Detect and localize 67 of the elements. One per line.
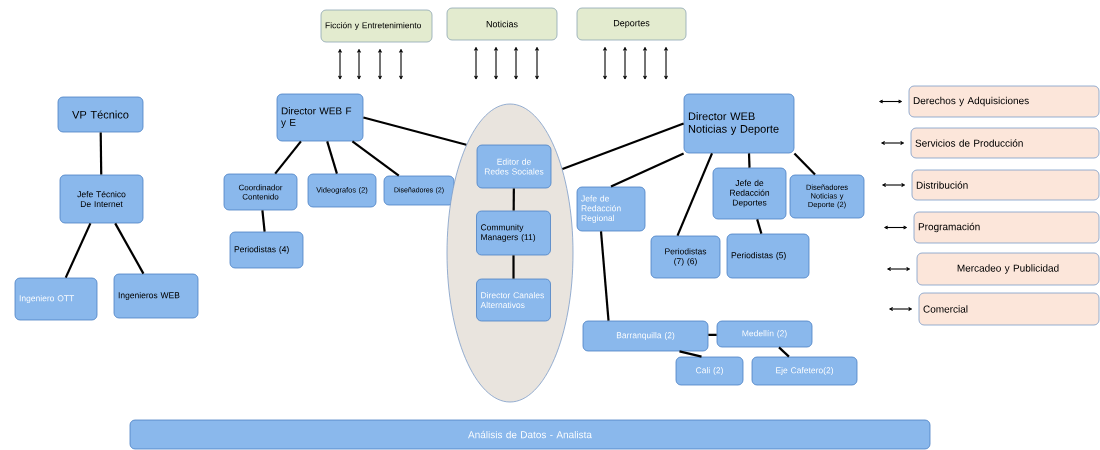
org-box: Community Managers (11) [476,210,551,256]
connector-line [778,346,790,358]
connector-line [99,132,103,175]
connector-line [261,210,266,232]
content-box: Deportes [576,7,687,41]
double-arrow [664,46,668,80]
org-box: VP Técnico [57,96,144,133]
org-box: Director WEB F y E [276,93,364,142]
double-arrow [535,46,539,80]
connector-line [512,188,515,211]
connector-line [756,219,763,234]
content-box: Noticias [446,7,558,41]
org-box: Barranquilla (2) [582,320,709,352]
org-box: Ingeniero OTT [14,277,98,321]
double-arrow [889,307,913,311]
org-box: Coordinador Contenido [223,173,298,211]
double-arrow [494,46,498,80]
org-box: Editor de Redes Sociales [476,144,552,189]
department-box: Mercadeo y Publicidad [916,252,1100,286]
org-box: Eje Cafetero(2) [751,356,858,386]
org-box: Ingenieros WEB [113,273,199,319]
department-box: Distribución [911,169,1100,201]
org-box: Cali (2) [675,356,744,386]
double-arrow [399,48,403,80]
connector-line [599,231,610,321]
double-arrow [879,99,903,104]
connector-line [747,153,751,168]
department-box: Programación [913,211,1100,244]
connector-line [64,222,92,279]
double-arrow [882,183,906,187]
double-arrow [357,48,361,80]
content-box: Ficción y Entretenimiento [320,9,433,43]
org-box: Medellín (2) [716,320,813,348]
connector-line [351,140,400,177]
double-arrow [474,46,478,80]
connector-line [610,152,685,188]
connector-line [562,122,684,171]
connector-line [793,152,816,176]
org-box: Análisis de Datos - Analista [129,419,931,450]
connector-line [708,333,717,337]
connector-line [274,140,302,175]
double-arrow [887,267,911,271]
double-arrow [603,46,607,80]
org-box: Director WEB Noticias y Deporte [683,93,795,154]
org-box: Periodistas (7) (6) [650,235,721,279]
org-box: Director Canales Alternativos [476,278,551,322]
org-box: Periodistas (5) [726,233,810,279]
department-box: Comercial [918,292,1100,326]
double-arrow [623,46,627,80]
org-box: Jefe Técnico De Internet [59,174,144,224]
double-arrow [378,48,382,80]
connector-line [114,222,145,275]
connector-line [363,116,467,146]
double-arrow [881,141,905,145]
double-arrow [514,46,518,80]
connector-line [326,141,338,174]
connector-line [679,350,702,358]
department-box: Derechos y Adquisiciones [908,85,1100,118]
org-box: Jefe de Redacción Regional [576,186,646,232]
double-arrow [643,46,647,80]
double-arrow [338,48,342,80]
org-box: Jefe de Redacción Deportes [712,167,787,220]
connector-line [512,255,515,279]
double-arrow [884,225,908,230]
connector-line [676,152,714,237]
department-box: Servicios de Producción [910,127,1100,159]
org-box: Periodistas (4) [229,231,304,269]
